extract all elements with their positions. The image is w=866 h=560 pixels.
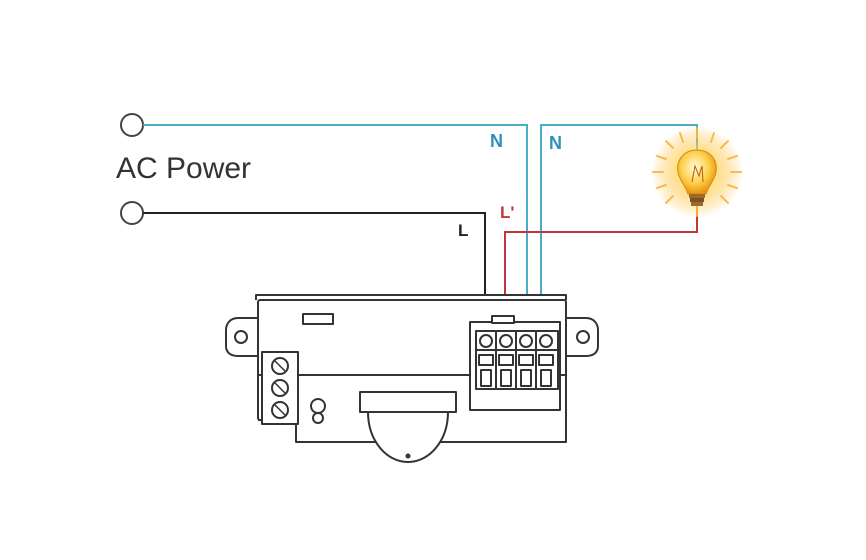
neutral-in-label: N bbox=[490, 131, 503, 151]
ac-power-label: AC Power bbox=[116, 152, 251, 185]
live-in-label: L bbox=[458, 221, 468, 240]
neutral-input-wire bbox=[143, 124, 528, 337]
switched-live-wire bbox=[504, 205, 698, 337]
ac-terminal-live bbox=[120, 201, 144, 225]
neutral-out-label: N bbox=[549, 133, 562, 153]
live-out-label: L' bbox=[500, 203, 514, 222]
light-bulb-icon bbox=[651, 126, 743, 218]
sensor-module bbox=[225, 294, 599, 463]
ac-terminal-neutral bbox=[120, 113, 144, 137]
